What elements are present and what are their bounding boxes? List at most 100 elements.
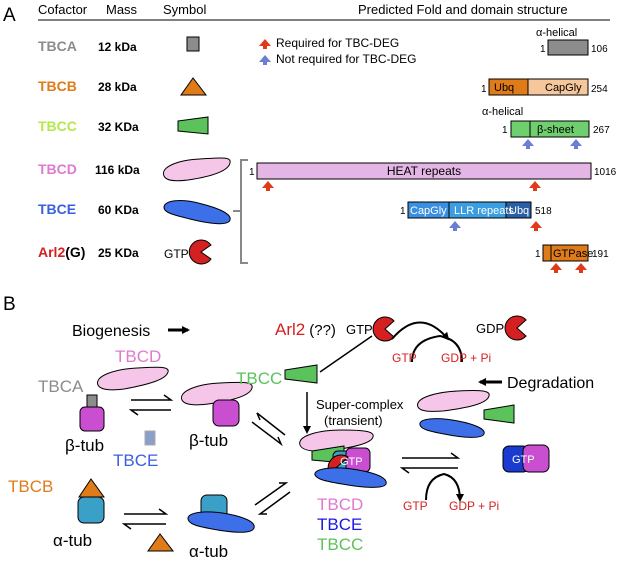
sc-tbce-label: TBCE [317,515,362,534]
tbcc-start: 1 [502,125,508,136]
cycle-gdp-pi: GDP + Pi [441,351,491,365]
tbce-deg-shape [419,418,485,438]
equilibrium-arrows [254,482,291,515]
hydrolysis-curve [425,472,464,502]
tbcd-domain [256,162,592,180]
tbcd-symbol [163,157,231,182]
tbce-symbol [163,200,231,225]
equilibrium-arrows [399,452,461,474]
arl2-gtp: GTP [164,247,189,261]
tbce-start: 1 [400,206,406,217]
arl2-cycle-arrow [391,321,450,341]
mass-tbca: 12 kDa [98,40,137,54]
gtp-exchange-curve [411,334,463,363]
tbca-end: 106 [591,44,608,55]
supercomplex [299,429,387,488]
up-arrow-icon [550,263,562,273]
cycle-gtp: GTP [392,351,417,365]
tbcd-mid-shape [181,381,253,406]
tbcd-deg-shape [417,390,490,412]
legend-not-required: Not required for TBC-DEG [276,52,417,66]
hydrolysis-gdp-pi: GDP + Pi [449,499,499,513]
tbca-small-block [86,394,98,409]
tbca-start: 1 [540,44,546,55]
degradation-label: Degradation [507,375,594,392]
tbca-symbol [186,36,200,52]
arl2-b-label: Arl2(??) [275,320,336,339]
header-cofactor: Cofactor [38,2,88,17]
tbcc-b-label: TBCC [236,369,282,388]
arl2-b-name: Arl2 [275,320,305,339]
up-arrow-icon [449,221,461,231]
mass-tbcb: 28 kDa [98,80,137,94]
up-arrow-icon [575,263,587,273]
sc-tbcc-label: TBCC [317,535,363,554]
arl2-b-q: (??) [309,322,336,339]
mass-tbce: 60 KDa [98,203,139,217]
arl2-gdp-pacman [504,315,527,341]
arl2-gtpase-label: GTPase [553,248,593,260]
alpha-tub-mid-label: α-tub [189,542,228,561]
biogenesis-label: Biogenesis [72,323,150,340]
cofactor-tbcb: TBCB [38,78,77,94]
up-arrow-icon [529,181,541,191]
up-arrow-icon [522,139,534,149]
mass-tbcc: 32 KDa [98,120,139,134]
arl2-gtp-pacman [372,316,395,342]
arl2-domain-gtpase [550,244,589,262]
alpha-tub-left [77,496,105,524]
bracket [233,159,248,264]
tbcb-end: 254 [591,84,608,95]
up-arrow-icon [259,55,271,65]
supercomplex-gtp: GTP [340,456,363,468]
tbcc-domain-sheet [529,120,590,138]
arl2-start: 1 [535,249,541,260]
pacman-icon [188,239,212,265]
tbce-end: 518 [535,206,552,217]
up-arrow-icon [262,181,274,191]
tbcd-left-shape [97,366,169,391]
tbce-mid-shape [187,511,255,533]
arl2-name: Arl2 [38,244,65,260]
beta-tub-mid [212,399,240,427]
tbcb-bottom-triangle [147,533,175,552]
supercomplex-label: Super-complex [316,397,404,412]
header-structure: Predicted Fold and domain structure [358,2,568,17]
tbce-small-block [144,430,156,446]
tbcb-start: 1 [481,84,487,95]
header-mass: Mass [106,2,138,17]
tbcc-fold: α-helical [482,106,523,118]
cofactor-tbce: TBCE [38,201,76,217]
transient-label: (transient) [324,413,383,428]
sc-tbcd-label: TBCD [317,495,363,514]
tbcd-end: 1016 [594,167,617,178]
up-arrow-icon [570,139,582,149]
tbce-ubq-label: Ubq [509,205,529,217]
up-arrow-icon [259,39,271,49]
up-arrow-icon [530,221,542,231]
tbcd-start: 1 [249,167,255,178]
tbce-capgly-label: CapGly [410,205,447,217]
heterodimer-gtp: GTP [512,454,535,466]
cofactor-tbcd: TBCD [38,161,77,177]
tbcc-end: 267 [593,125,610,136]
beta-tub-mid-label: β-tub [189,431,228,450]
legend: Required for TBC-DEG Not required for TB… [259,36,417,66]
cofactor-tbca: TBCA [38,38,77,54]
tbcb-capgly-label: CapGly [545,82,582,94]
tbcd-b-label: TBCD [115,347,161,366]
tubulin-heterodimer [502,444,550,473]
equilibrium-arrows [128,394,174,416]
arl2-gdp: GDP [476,321,504,336]
equilibrium-arrows [121,508,169,530]
beta-tub-left [79,406,105,432]
cofactor-arl2: Arl2(G) [38,244,85,260]
tbca-domain [547,39,589,56]
mass-tbcd: 116 kDa [95,163,140,177]
mass-arl2: 25 KDa [98,246,139,260]
tbca-b-label: TBCA [38,377,84,396]
tbcd-heat-label: HEAT repeats [387,164,461,178]
header-symbol: Symbol [163,2,206,17]
tbcb-b-label: TBCB [8,477,53,496]
